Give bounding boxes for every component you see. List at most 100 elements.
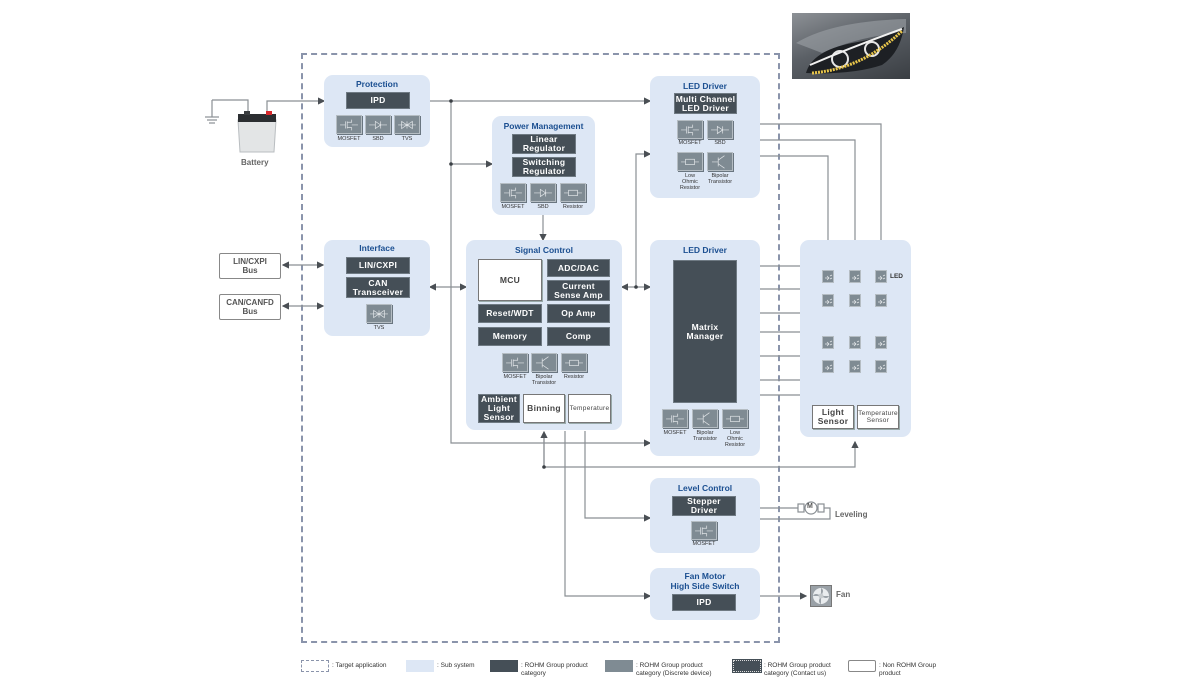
resistor-label: Resistor <box>563 374 585 380</box>
led-icon <box>849 360 861 373</box>
headlamp-photo <box>792 13 910 79</box>
mosfet-discrete <box>677 120 703 139</box>
subsystem-led-driver-multichannel: LED Driver Multi Channel LED Driver MOSF… <box>650 76 760 198</box>
subsystem-signal-control: Signal Control MCU ADC/DAC Current Sense… <box>466 240 622 430</box>
legend-swatch-subsystem <box>406 660 434 672</box>
memory-block: Memory <box>478 327 542 346</box>
led-icon <box>849 270 861 283</box>
led-icon <box>822 336 834 349</box>
lin-cxpi-block: LIN/CXPI <box>346 257 410 274</box>
mcu-block: MCU <box>478 259 542 301</box>
mosfet-label: MOSFET <box>663 430 687 436</box>
legend-swatch-non-rohm <box>848 660 876 672</box>
fan-ipd-block: IPD <box>672 594 736 611</box>
sbd-discrete <box>707 120 733 139</box>
resistor-discrete <box>560 183 586 202</box>
legend-swatch-target <box>301 660 329 672</box>
linear-regulator-block: Linear Regulator <box>512 134 576 154</box>
leveling-label: Leveling <box>835 510 868 519</box>
bipolar-transistor-label: Bipolar Transistor <box>692 430 718 442</box>
interface-title: Interface <box>359 243 395 253</box>
ambient-light-sensor-block: Ambient Light Sensor <box>478 394 520 423</box>
legend-label-rohm: : ROHM Group product category <box>521 662 588 677</box>
light-sensor-block: Light Sensor <box>812 405 854 429</box>
multi-channel-led-driver-block: Multi Channel LED Driver <box>674 93 737 114</box>
bipolar-transistor-label: Bipolar Transistor <box>531 374 557 386</box>
stepper-driver-block: Stepper Driver <box>672 496 736 516</box>
bipolar-transistor-discrete <box>707 152 733 171</box>
legend-label-discrete: : ROHM Group product category (Discrete … <box>636 662 712 677</box>
low-ohmic-resistor-label: Low Ohmic Resistor <box>724 430 746 448</box>
fan-motor-title: Fan Motor High Side Switch <box>670 571 740 591</box>
mosfet-discrete <box>336 115 362 134</box>
led-icon <box>875 294 887 307</box>
legend-swatch-discrete <box>605 660 633 672</box>
mosfet-discrete <box>502 353 528 372</box>
can-transceiver-block: CAN Transceiver <box>346 277 410 298</box>
adc-dac-block: ADC/DAC <box>547 259 610 277</box>
mosfet-discrete <box>500 183 526 202</box>
mosfet-label: MOSFET <box>503 374 527 380</box>
motor-symbol: M <box>807 503 813 510</box>
low-ohmic-resistor-discrete <box>677 152 703 171</box>
subsystem-led-driver-matrix: LED Driver Matrix Manager MOSFET Bipolar… <box>650 240 760 456</box>
legend-swatch-contact <box>732 659 762 673</box>
subsystem-interface: Interface LIN/CXPI CAN Transceiver TVS <box>324 240 430 336</box>
subsystem-fan-motor-switch: Fan Motor High Side Switch IPD <box>650 568 760 620</box>
legend-label-contact: : ROHM Group product category (Contact u… <box>764 662 831 677</box>
led-driver-title: LED Driver <box>683 81 727 91</box>
low-ohmic-resistor-discrete <box>722 409 748 428</box>
mosfet-discrete <box>691 521 717 540</box>
fan-label: Fan <box>836 590 851 599</box>
sbd-label: SBD <box>714 140 726 146</box>
target-application-boundary <box>301 53 780 643</box>
matrix-manager-block: Matrix Manager <box>673 260 737 403</box>
signal-control-title: Signal Control <box>514 245 574 255</box>
switching-regulator-block: Switching Regulator <box>512 157 576 177</box>
sbd-discrete <box>530 183 556 202</box>
subsystem-power-management: Power Management Linear Regulator Switch… <box>492 116 595 215</box>
power-management-title: Power Management <box>503 121 584 131</box>
bipolar-transistor-label: Bipolar Transistor <box>707 173 733 185</box>
led-icon <box>875 360 887 373</box>
lin-cxpi-bus: LIN/CXPI Bus <box>219 253 281 279</box>
legend-label-subsystem: : Sub system <box>437 662 475 669</box>
legend-swatch-rohm <box>490 660 518 672</box>
sbd-discrete <box>365 115 391 134</box>
battery-icon <box>236 110 278 154</box>
reset-wdt-block: Reset/WDT <box>478 304 542 323</box>
resistor-label: Resistor <box>562 204 584 210</box>
temperature-block: Temperature <box>568 394 611 423</box>
op-amp-block: Op Amp <box>547 304 610 323</box>
sbd-label: SBD <box>372 136 384 142</box>
led-icon <box>822 360 834 373</box>
comp-block: Comp <box>547 327 610 346</box>
low-ohmic-resistor-label: Low Ohmic Resistor <box>679 173 701 191</box>
protection-title: Protection <box>355 79 399 89</box>
current-sense-amp-block: Current Sense Amp <box>547 280 610 301</box>
tvs-discrete <box>366 304 392 323</box>
temperature-sensor-block: Temperature Sensor <box>857 405 899 429</box>
mosfet-label: MOSFET <box>678 140 702 146</box>
led-icon <box>822 270 834 283</box>
legend-label-target: : Target application <box>332 662 387 669</box>
battery-label: Battery <box>241 158 269 167</box>
bipolar-transistor-discrete <box>531 353 557 372</box>
mosfet-discrete <box>662 409 688 428</box>
ipd-block: IPD <box>346 92 410 109</box>
tvs-label: TVS <box>401 136 413 142</box>
bipolar-transistor-discrete <box>692 409 718 428</box>
led-icon <box>822 294 834 307</box>
tvs-discrete <box>394 115 420 134</box>
fan-icon <box>810 585 832 607</box>
binning-block: Binning <box>523 394 565 423</box>
can-canfd-bus: CAN/CANFD Bus <box>219 294 281 320</box>
led-icon <box>875 336 887 349</box>
sbd-label: SBD <box>537 204 549 210</box>
level-control-title: Level Control <box>677 483 733 493</box>
mosfet-label: MOSFET <box>692 541 716 547</box>
mosfet-label: MOSFET <box>337 136 361 142</box>
led-icon <box>849 336 861 349</box>
led-icon <box>875 270 887 283</box>
mosfet-label: MOSFET <box>501 204 525 210</box>
